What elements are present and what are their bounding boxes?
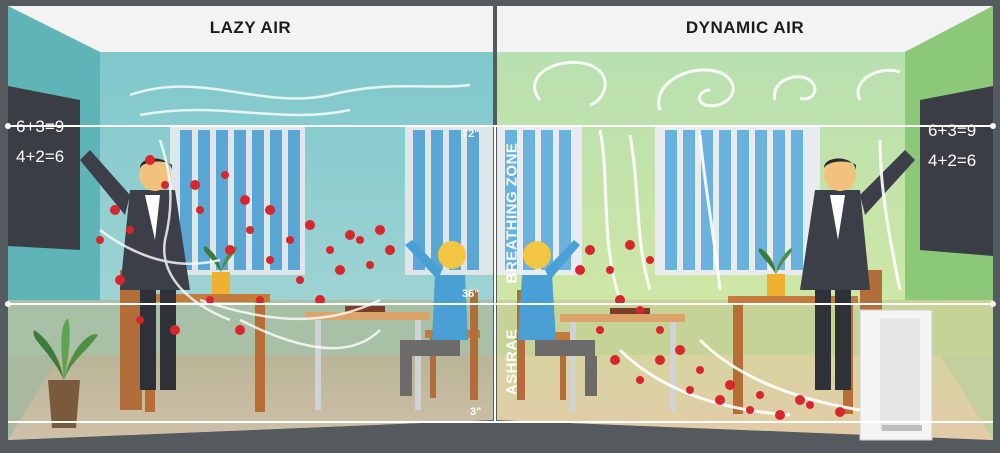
virus-particle (795, 395, 805, 405)
virus-particle (266, 256, 274, 264)
virus-particles (96, 155, 845, 420)
student (515, 240, 597, 400)
virus-particle (305, 220, 315, 230)
virus-particle (636, 306, 644, 314)
virus-particle (385, 245, 395, 255)
virus-particle (696, 366, 704, 374)
virus-particle (345, 230, 355, 240)
desk-plant (758, 248, 792, 296)
chalkboard-text-right: 6+3=9 4+2=6 (928, 116, 976, 176)
virus-particle (835, 407, 845, 417)
marker-72: 72" (462, 128, 480, 140)
student (400, 240, 480, 400)
virus-particle (575, 265, 585, 275)
virus-particle (136, 316, 144, 324)
chalkboard-text-left: 6+3=9 4+2=6 (16, 112, 64, 172)
zone-lines (8, 125, 993, 423)
chalk-line-2: 4+2=6 (16, 147, 65, 166)
virus-particle (196, 206, 204, 214)
lazy-air-title: LAZY AIR (209, 18, 292, 37)
virus-particle (221, 171, 229, 179)
virus-particle (746, 406, 754, 414)
virus-particle (335, 265, 345, 275)
virus-particle (725, 380, 735, 390)
virus-particle (115, 275, 125, 285)
dynamic-air-title: DYNAMIC AIR (685, 18, 805, 37)
virus-particle (656, 326, 664, 334)
chalkboard (920, 86, 993, 256)
marker-3: 3" (470, 406, 482, 418)
air-flow-dynamic (533, 60, 902, 417)
virus-particle (686, 386, 694, 394)
virus-particle (161, 181, 169, 189)
lazy-air-room (8, 6, 493, 440)
virus-particle (775, 410, 785, 420)
virus-particle (756, 391, 764, 399)
virus-particle (596, 326, 604, 334)
virus-particle (225, 245, 235, 255)
virus-particle (585, 245, 595, 255)
chalk-line-1: 6+3=9 (928, 121, 977, 140)
virus-particle (366, 261, 374, 269)
virus-particle (96, 236, 104, 244)
virus-particle (625, 240, 635, 250)
virus-particle (206, 296, 214, 304)
virus-particle (256, 296, 264, 304)
virus-particle (286, 236, 294, 244)
virus-particle (356, 236, 364, 244)
virus-particle (675, 345, 685, 355)
virus-particle (235, 325, 245, 335)
zone-ticks (5, 123, 996, 307)
virus-particle (296, 276, 304, 284)
virus-particle (315, 295, 325, 305)
ashrae-zone-label: ASHRAE (503, 328, 521, 396)
virus-particle (126, 226, 134, 234)
virus-particle (326, 246, 334, 254)
virus-particle (110, 205, 120, 215)
virus-particle (265, 205, 275, 215)
virus-particle (240, 195, 250, 205)
virus-particle (636, 376, 644, 384)
student-desk (560, 308, 685, 412)
marker-36: 36" (462, 288, 480, 300)
virus-particle (610, 355, 620, 365)
air-purifier (859, 309, 933, 441)
virus-particle (715, 395, 725, 405)
air-flow-lazy (99, 83, 471, 350)
virus-particle (375, 225, 385, 235)
virus-particle (145, 155, 155, 165)
dynamic-air-room (497, 6, 993, 441)
virus-particle (615, 295, 625, 305)
plant (33, 318, 98, 428)
virus-particle (190, 180, 200, 190)
virus-particle (170, 325, 180, 335)
chalk-line-1: 6+3=9 (16, 117, 65, 136)
virus-particle (606, 266, 614, 274)
virus-particle (806, 401, 814, 409)
virus-particle (646, 256, 654, 264)
chalk-line-2: 4+2=6 (928, 151, 977, 170)
breathing-zone-label: BREATHING ZONE (503, 142, 521, 284)
student-desk (305, 306, 430, 410)
virus-particle (246, 226, 254, 234)
virus-particle (655, 355, 665, 365)
